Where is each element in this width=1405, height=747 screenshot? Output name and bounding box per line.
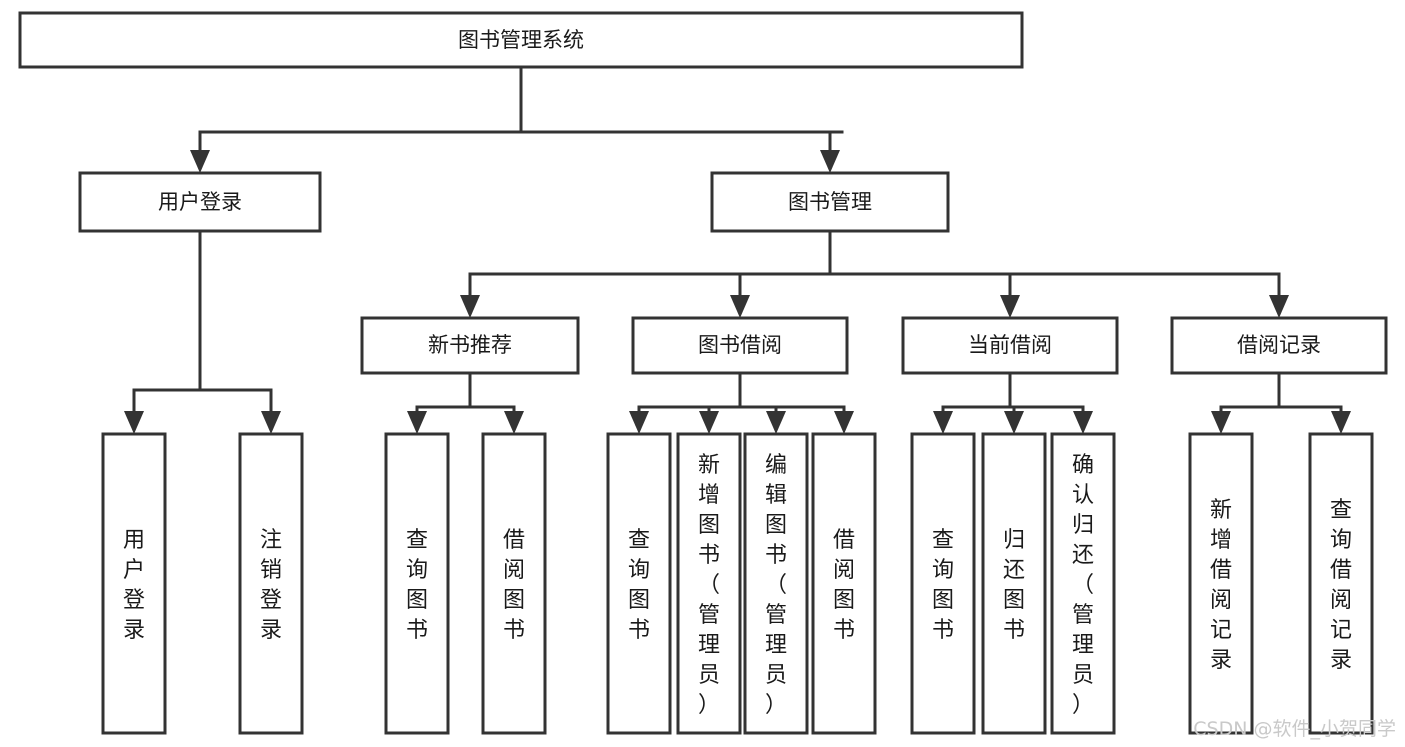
node-current-borrow[interactable]: 当前借阅 [901, 316, 1119, 375]
node-leaf-borrow-book-label: 借阅图书 [833, 528, 855, 643]
node-borrow-record-label: 借阅记录 [1237, 333, 1321, 357]
node-new-book-recommend-label: 新书推荐 [428, 333, 512, 357]
node-leaf-return-book-box[interactable] [981, 432, 1047, 735]
arrow-head-leaf-confirm-return-admin [1073, 411, 1093, 434]
node-leaf-query-books-borrow-box[interactable] [606, 432, 672, 735]
connector-root-to-level2 [198, 65, 844, 154]
arrow-head-leaf-add-borrow-record [1211, 411, 1231, 434]
node-current-borrow-label: 当前借阅 [968, 333, 1052, 357]
node-root[interactable]: 图书管理系统 [18, 11, 1024, 69]
node-leaf-query-books-rec-label: 查询图书 [406, 528, 428, 643]
arrow-head-leaf-query-books-current [933, 411, 953, 434]
node-leaf-borrow-book[interactable]: 借阅图书 [811, 432, 877, 735]
node-leaf-borrow-books-rec[interactable]: 借阅图书 [481, 432, 547, 735]
node-leaf-user-login-label: 用户登录 [123, 528, 145, 643]
node-book-management-box[interactable] [710, 171, 950, 233]
connector-book-borrow-to-leaves [637, 371, 846, 415]
connector-user-login-to-leaves [132, 229, 273, 415]
node-leaf-query-books-borrow[interactable]: 查询图书 [606, 432, 672, 735]
node-leaf-add-borrow-record-box[interactable] [1188, 432, 1254, 735]
node-leaf-user-login[interactable]: 用户登录 [101, 432, 167, 735]
node-leaf-edit-book-admin-box[interactable] [743, 432, 809, 735]
node-leaf-edit-book-admin-label: 编辑图书（管理员） [765, 453, 787, 718]
arrow-head-borrow-record [1269, 295, 1289, 318]
node-leaf-add-book-admin[interactable]: 新增图书（管理员） [676, 432, 742, 735]
connector-borrow-record-to-leaves [1219, 371, 1343, 415]
arrow-head-leaf-return-book [1004, 411, 1024, 434]
arrow-head-book-borrow [730, 295, 750, 318]
node-leaf-add-book-admin-label: 新增图书（管理员） [698, 453, 720, 718]
node-root-label: 图书管理系统 [458, 28, 584, 52]
arrow-head-current-borrow [1000, 295, 1020, 318]
node-leaf-query-books-rec-box[interactable] [384, 432, 450, 735]
node-leaf-add-borrow-record[interactable]: 新增借阅记录 [1188, 432, 1254, 735]
node-user-login-box[interactable] [78, 171, 322, 233]
node-borrow-record-box[interactable] [1170, 316, 1388, 375]
node-leaf-borrow-book-box[interactable] [811, 432, 877, 735]
node-leaf-borrow-books-rec-box[interactable] [481, 432, 547, 735]
node-user-login-label: 用户登录 [158, 190, 242, 214]
arrow-head-leaf-user-login [124, 411, 144, 434]
arrow-head-leaf-edit-book-admin [766, 411, 786, 434]
connector-layer [124, 65, 1351, 434]
arrow-head-user-login [190, 150, 210, 173]
node-leaf-borrow-books-rec-label: 借阅图书 [503, 528, 525, 643]
arrow-head-leaf-borrow-books-rec [504, 411, 524, 434]
node-user-login[interactable]: 用户登录 [78, 171, 322, 233]
node-leaf-query-borrow-record[interactable]: 查询借阅记录 [1308, 432, 1374, 735]
node-leaf-add-borrow-record-label: 新增借阅记录 [1210, 498, 1232, 673]
node-leaf-query-books-rec[interactable]: 查询图书 [384, 432, 450, 735]
node-book-borrow-label: 图书借阅 [698, 333, 782, 357]
node-leaf-query-books-current-label: 查询图书 [932, 528, 954, 643]
arrow-head-leaf-query-books-borrow [629, 411, 649, 434]
node-book-borrow[interactable]: 图书借阅 [631, 316, 849, 375]
arrow-head-leaf-add-book-admin [699, 411, 719, 434]
node-leaf-logout[interactable]: 注销登录 [238, 432, 304, 735]
node-new-book-recommend[interactable]: 新书推荐 [360, 316, 580, 375]
node-leaf-edit-book-admin[interactable]: 编辑图书（管理员） [743, 432, 809, 735]
node-leaf-query-borrow-record-label: 查询借阅记录 [1330, 498, 1352, 673]
node-leaf-logout-box[interactable] [238, 432, 304, 735]
arrow-head-leaf-query-books-rec [407, 411, 427, 434]
connector-new-book-recommend-to-leaves [415, 371, 516, 415]
node-leaf-query-books-current[interactable]: 查询图书 [910, 432, 976, 735]
node-leaf-return-book[interactable]: 归还图书 [981, 432, 1047, 735]
arrow-head-leaf-query-borrow-record [1331, 411, 1351, 434]
arrow-head-book-management [820, 150, 840, 173]
node-borrow-record[interactable]: 借阅记录 [1170, 316, 1388, 375]
node-leaf-confirm-return-admin-label: 确认归还（管理员） [1072, 453, 1094, 718]
node-book-management[interactable]: 图书管理 [710, 171, 950, 233]
arrow-head-leaf-logout [261, 411, 281, 434]
node-leaf-query-books-borrow-label: 查询图书 [628, 528, 650, 643]
connector-book-management-to-level3 [468, 229, 1281, 299]
node-leaf-logout-label: 注销登录 [260, 528, 282, 643]
arrow-head-new-book-recommend [460, 295, 480, 318]
node-leaf-query-borrow-record-box[interactable] [1308, 432, 1374, 735]
node-book-borrow-box[interactable] [631, 316, 849, 375]
csdn-watermark: CSDN @软件_小贺同学 [1193, 718, 1396, 740]
connector-current-borrow-to-leaves [941, 371, 1085, 415]
node-new-book-recommend-box[interactable] [360, 316, 580, 375]
node-book-management-label: 图书管理 [788, 190, 872, 214]
node-leaf-confirm-return-admin-box[interactable] [1050, 432, 1116, 735]
node-current-borrow-box[interactable] [901, 316, 1119, 375]
node-root-box[interactable] [18, 11, 1024, 69]
node-leaf-user-login-box[interactable] [101, 432, 167, 735]
node-leaf-add-book-admin-box[interactable] [676, 432, 742, 735]
node-leaf-query-books-current-box[interactable] [910, 432, 976, 735]
node-leaf-confirm-return-admin[interactable]: 确认归还（管理员） [1050, 432, 1116, 735]
node-leaf-return-book-label: 归还图书 [1003, 528, 1025, 643]
arrow-head-leaf-borrow-book [834, 411, 854, 434]
